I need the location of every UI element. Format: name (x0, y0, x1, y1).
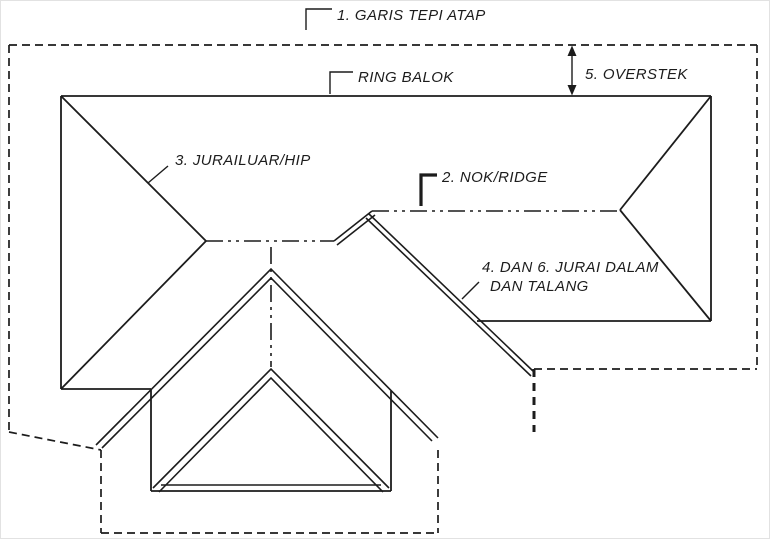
ridge-lines (206, 210, 620, 367)
label-ring-balok: RING BALOK (358, 69, 454, 86)
wing-valley-inner (101, 276, 433, 449)
ridge-transition-outer (333, 210, 373, 242)
right-valley-outer (368, 213, 535, 373)
roof-edge-bottom-left-diagonal (8, 431, 102, 451)
hip-bottom-left (60, 240, 207, 390)
ridge-transition-inner (336, 214, 376, 246)
wing-gable-outer (152, 367, 390, 489)
label-jurai-dalam-line2: DAN TALANG (490, 278, 589, 295)
label-jurai-dalam-line1: 4. DAN 6. JURAI DALAM (482, 259, 659, 276)
overstek-arrowhead-down (567, 85, 577, 96)
wing-valley-outer (95, 267, 439, 446)
leader-jurai-luar (147, 165, 169, 184)
hip-bottom-right (619, 209, 712, 322)
wing-gable-inner (158, 376, 384, 493)
leader-ring-balok (329, 71, 353, 94)
leader-lines (147, 8, 480, 300)
roof-edge-dashed-outline (8, 44, 758, 534)
ring-balok-lines (60, 95, 712, 492)
labels: 1. GARIS TEPI ATAP RING BALOK 5. OVERSTE… (175, 7, 688, 295)
overstek-arrow (567, 45, 577, 96)
leader-garis-tepi-atap (305, 8, 332, 30)
overstek-arrowhead-up (567, 45, 577, 56)
hip-top-right (619, 95, 712, 211)
label-garis-tepi-atap: 1. GARIS TEPI ATAP (337, 7, 486, 24)
hip-lines (60, 95, 712, 390)
valley-double-lines (95, 210, 535, 493)
label-nok-ridge: 2. NOK/RIDGE (441, 169, 548, 186)
label-jurai-luar-hip: 3. JURAILUAR/HIP (175, 152, 311, 169)
leader-jurai-dalam (461, 281, 480, 300)
hip-top-left (60, 95, 207, 242)
right-valley-inner (365, 217, 532, 377)
label-overstek: 5. OVERSTEK (585, 66, 688, 83)
leader-nok-ridge (419, 173, 437, 206)
